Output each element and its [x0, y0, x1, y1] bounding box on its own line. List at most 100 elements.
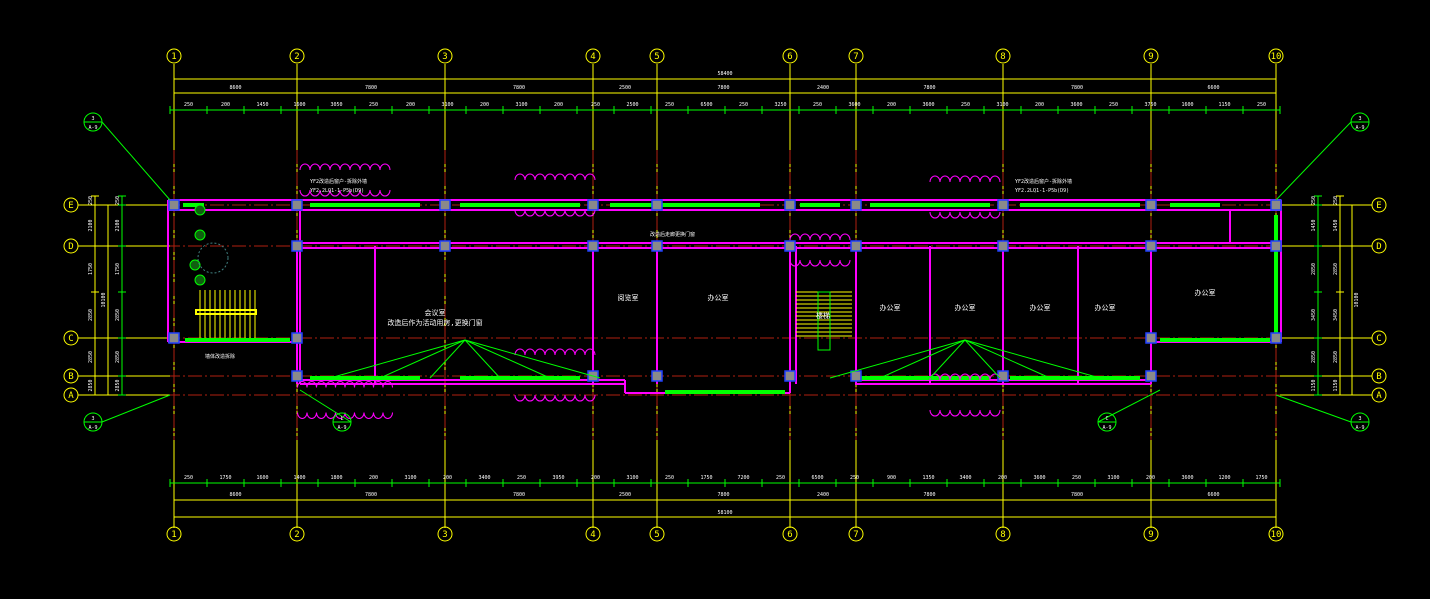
room-label: 会议室: [425, 308, 446, 317]
dimension-text: 2400: [817, 85, 829, 91]
dimension-text: 2850: [88, 351, 94, 363]
dimension-text: 200: [998, 475, 1007, 481]
axis-bubble: [166, 526, 182, 542]
axis-bubble: [1371, 238, 1387, 254]
callout-sheet: A-9: [1355, 125, 1364, 131]
axis-bubble: [63, 197, 79, 213]
dimension-text: 2100: [88, 219, 94, 231]
callout-number: 3: [1358, 116, 1361, 122]
dimension-text: 58100: [717, 510, 732, 516]
column-square: [651, 370, 663, 382]
dimension-text: 200: [1035, 102, 1044, 108]
column-square: [1145, 332, 1157, 344]
revision-cloud: [514, 348, 596, 402]
column-square: [1270, 199, 1282, 211]
column-square: [1270, 240, 1282, 252]
turning-circle: [197, 242, 229, 274]
dimension-text: 250: [369, 102, 378, 108]
axis-bubble: [782, 48, 798, 64]
axis-label: 6: [787, 530, 792, 540]
annotation-note: YF2.2LQ1-1-P5b(D9): [1015, 188, 1069, 194]
dimension-text: 7800: [923, 492, 935, 498]
leader-line: [379, 339, 466, 379]
room-label: 办公室: [1195, 288, 1216, 297]
axis-bubble: [63, 368, 79, 384]
dimension-text: 1400: [293, 475, 305, 481]
room-label: 阅览室: [618, 293, 639, 302]
dimension-text: 2500: [619, 85, 631, 91]
room-label: 办公室: [955, 303, 976, 312]
axis-bubble: [1371, 197, 1387, 213]
dimension-text: 200: [480, 102, 489, 108]
window: [1020, 203, 1140, 207]
dimension-text: 3600: [848, 102, 860, 108]
annotation-note: YF2改造后窗户-拆除外墙: [1015, 178, 1072, 185]
dimension-text: 1150: [1311, 379, 1317, 391]
dimension-text: 250: [115, 196, 121, 205]
window: [1010, 376, 1140, 380]
axis-bubble: [782, 526, 798, 542]
toilet-fixture-icon: [194, 204, 206, 216]
axis-label: E: [1376, 201, 1381, 211]
axis-label: 3: [442, 52, 447, 62]
callout-number: L: [340, 416, 343, 422]
dimension-text: 200: [221, 102, 230, 108]
dimension-text: 200: [554, 102, 563, 108]
dimension-text: 250: [1072, 475, 1081, 481]
axis-bubble: [995, 526, 1011, 542]
dimension-text: 58400: [717, 71, 732, 77]
window: [460, 203, 580, 207]
axis-bubble: [1143, 48, 1159, 64]
leader-line: [329, 339, 466, 379]
axis-label: A: [68, 391, 74, 401]
dimension-text: 1750: [88, 263, 94, 275]
column-square: [587, 240, 599, 252]
axis-bubble: [289, 48, 305, 64]
column-square: [784, 199, 796, 211]
dimension-text: 2850: [88, 309, 94, 321]
dimension-text: 6500: [700, 102, 712, 108]
room-label: 办公室: [880, 303, 901, 312]
axis-bubble: [649, 526, 665, 542]
revision-cloud: [929, 373, 1001, 417]
toilet-fixture-icon: [194, 274, 206, 286]
column-square: [784, 370, 796, 382]
axis-label: 2: [294, 530, 299, 540]
dimension-text: 3600: [1033, 475, 1045, 481]
callout-leader: [1097, 389, 1161, 423]
window: [870, 203, 990, 207]
dimension-text: 3450: [1333, 309, 1339, 321]
axis-bubble: [1371, 330, 1387, 346]
dimension-text: 2850: [1311, 351, 1317, 363]
window: [800, 203, 840, 207]
column-square: [439, 240, 451, 252]
axis-label: 10: [1271, 52, 1282, 62]
dimension-text: 3100: [626, 475, 638, 481]
dimension-text: 3100: [515, 102, 527, 108]
dimension-text: 1450: [1333, 219, 1339, 231]
column-square: [291, 332, 303, 344]
column-square: [850, 199, 862, 211]
axis-label: B: [1376, 372, 1381, 382]
windows: [183, 203, 1278, 394]
dimension-text: 3100: [996, 102, 1008, 108]
dimension-text: 250: [776, 475, 785, 481]
axis-bubble: [437, 48, 453, 64]
toilet-fixture-icon: [194, 229, 206, 241]
dimension-text: 2400: [817, 492, 829, 498]
leader-line: [929, 339, 966, 379]
dimension-text: 250: [961, 102, 970, 108]
axis-bubble: [1143, 526, 1159, 542]
room-label: 楼梯: [816, 311, 830, 320]
window: [1274, 215, 1278, 335]
dimension-text: 3050: [330, 102, 342, 108]
dimension-text: 2850: [88, 379, 94, 391]
dimension-text: 8600: [229, 492, 241, 498]
dimension-text: 1750: [700, 475, 712, 481]
column-square: [850, 240, 862, 252]
callout-leader: [101, 121, 171, 201]
dimension-text: 1450: [256, 102, 268, 108]
callout-number: 3: [91, 116, 94, 122]
axis-bubble: [63, 330, 79, 346]
axis-bubble: [649, 48, 665, 64]
